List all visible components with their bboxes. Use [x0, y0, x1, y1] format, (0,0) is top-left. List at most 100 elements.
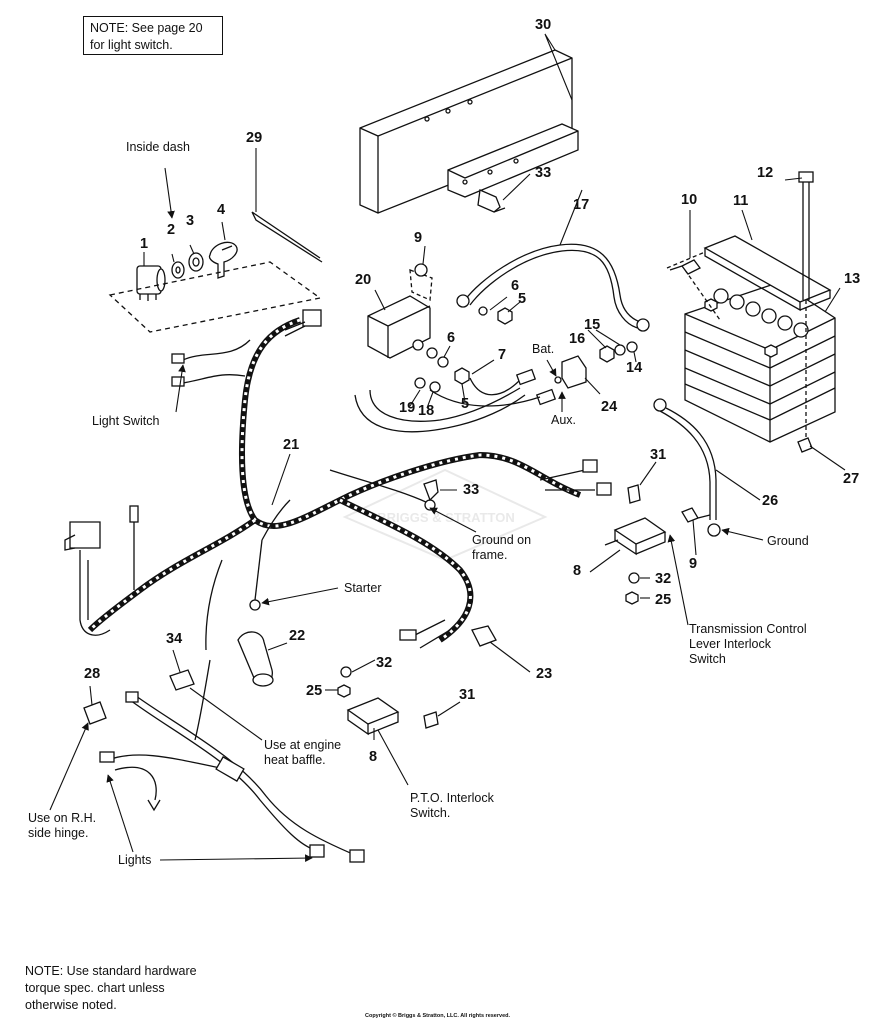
- interlock-switch-8-right: [604, 517, 667, 556]
- part-number-24: 24: [601, 399, 618, 415]
- part-number-29: 29: [246, 130, 263, 146]
- pto-switch-8: [346, 697, 400, 736]
- label-pto-switch: P.T.O. Interlock Switch.: [410, 791, 494, 821]
- label-ground-on-frame-line-2: frame.: [472, 548, 508, 562]
- part-number-17: 17: [573, 197, 590, 213]
- note-bottom-line-3: otherwise noted.: [25, 998, 117, 1012]
- part-number-25-right: 25: [655, 592, 672, 608]
- rod-12: [798, 171, 814, 442]
- part-number-2: 2: [167, 222, 176, 238]
- watermark-text: BRIGGS & STRATTON: [377, 510, 514, 525]
- label-aux: Aux.: [551, 413, 577, 427]
- label-lights: Lights: [118, 853, 152, 867]
- part-number-21: 21: [283, 437, 300, 453]
- clip-28: [83, 701, 107, 725]
- part-number-13: 13: [844, 271, 861, 287]
- leader-lines: [49, 33, 846, 862]
- boot-22: [237, 631, 274, 687]
- note-top-line-1: NOTE: See page 20: [90, 21, 203, 35]
- part-number-19: 19: [399, 400, 416, 416]
- label-rh-side-hinge-line-2: side hinge.: [28, 826, 89, 840]
- copyright-notice: Copyright © Briggs & Stratton, LLC. All …: [364, 1013, 511, 1019]
- note-hardware-torque: NOTE: Use standard hardware torque spec.…: [25, 963, 245, 1014]
- hardware-5-6-18-19: [414, 356, 470, 393]
- bolt-33-lower: [423, 479, 439, 502]
- battery-13: [684, 281, 836, 443]
- part-number-12: 12: [757, 165, 774, 181]
- label-starter: Starter: [344, 581, 382, 595]
- part-number-9-upper: 9: [414, 230, 423, 246]
- part-number-10: 10: [681, 192, 698, 208]
- part-number-5-lower: 5: [461, 396, 470, 412]
- label-light-switch: Light Switch: [92, 414, 160, 428]
- part-number-25-lower: 25: [306, 683, 323, 699]
- note-bottom-line-1: NOTE: Use standard hardware: [25, 964, 197, 978]
- part-number-33-upper: 33: [535, 165, 552, 181]
- wire-7: [429, 368, 557, 407]
- part-number-32-right: 32: [655, 571, 672, 587]
- part-number-18: 18: [418, 403, 435, 419]
- note-light-switch: NOTE: See page 20 for light switch.: [83, 16, 223, 55]
- note-bottom-line-2: torque spec. chart unless: [25, 981, 165, 995]
- dash-switch-assembly: [108, 241, 322, 333]
- label-engine-heat-baffle: Use at engine heat baffle.: [264, 738, 341, 768]
- part-number-34: 34: [166, 631, 183, 647]
- label-transmission-line-1: Transmission Control: [689, 622, 807, 636]
- label-ground-on-frame: Ground on frame.: [472, 533, 531, 563]
- part-number-16: 16: [569, 331, 586, 347]
- label-rh-side-hinge-line-1: Use on R.H.: [28, 811, 97, 825]
- part-number-33-lower: 33: [463, 482, 480, 498]
- label-engine-heat-baffle-line-2: heat baffle.: [264, 753, 326, 767]
- ground-cable-26: [653, 398, 721, 537]
- part-number-22: 22: [289, 628, 306, 644]
- part-number-27: 27: [843, 471, 860, 487]
- part-number-23: 23: [536, 666, 553, 682]
- part-number-26: 26: [762, 493, 779, 509]
- clip-34: [169, 669, 195, 691]
- hardware-14-15-16: [599, 341, 638, 363]
- part-number-32-lower: 32: [376, 655, 393, 671]
- label-pto-switch-line-1: P.T.O. Interlock: [410, 791, 494, 805]
- mounting-plates-30: [359, 49, 579, 214]
- hold-down-bracket-11: [666, 235, 832, 321]
- part-number-30: 30: [535, 17, 552, 33]
- label-bat: Bat.: [532, 342, 555, 356]
- main-harness-21: [87, 309, 582, 643]
- part-number-31-right: 31: [650, 447, 667, 463]
- label-transmission-switch: Transmission Control Lever Interlock Swi…: [689, 622, 807, 667]
- part-number-11: 11: [733, 193, 749, 209]
- bolt-33-upper: [477, 189, 506, 213]
- part-number-9-lower: 9: [689, 556, 698, 572]
- label-pto-switch-line-2: Switch.: [410, 806, 451, 820]
- part-number-28: 28: [84, 666, 101, 682]
- screw-10: [669, 259, 701, 275]
- part-number-8-right: 8: [573, 563, 582, 579]
- nut-25-right: [625, 591, 639, 605]
- battery-cable-17: [456, 243, 650, 332]
- bolt-9-lower: [681, 507, 711, 523]
- part-number-3: 3: [186, 213, 195, 229]
- part-number-7: 7: [498, 347, 507, 363]
- watermark-logo: BRIGGS & STRATTON: [342, 468, 548, 562]
- label-transmission-line-2: Lever Interlock: [689, 637, 771, 651]
- washer-32-lower: [340, 666, 352, 678]
- part-number-6-upper: 6: [511, 278, 520, 294]
- label-ground: Ground: [767, 534, 809, 548]
- part-number-1: 1: [140, 236, 149, 252]
- solenoid-20: [367, 263, 438, 359]
- part-number-15: 15: [584, 317, 601, 333]
- part-number-5-upper: 5: [518, 291, 527, 307]
- nut-27: [797, 437, 813, 453]
- part-number-20: 20: [355, 272, 372, 288]
- note-top-line-2: for light switch.: [90, 38, 173, 52]
- nut-25-lower: [337, 684, 351, 698]
- part-number-8-lower: 8: [369, 749, 378, 765]
- label-ground-on-frame-line-1: Ground on: [472, 533, 532, 547]
- label-transmission-line-3: Switch: [689, 652, 726, 666]
- bolt-31-lower: [423, 711, 439, 729]
- part-number-6-lower: 6: [447, 330, 456, 346]
- part-number-31-lower: 31: [459, 687, 476, 703]
- connector-23: [471, 625, 497, 647]
- harness-wires: [64, 387, 612, 741]
